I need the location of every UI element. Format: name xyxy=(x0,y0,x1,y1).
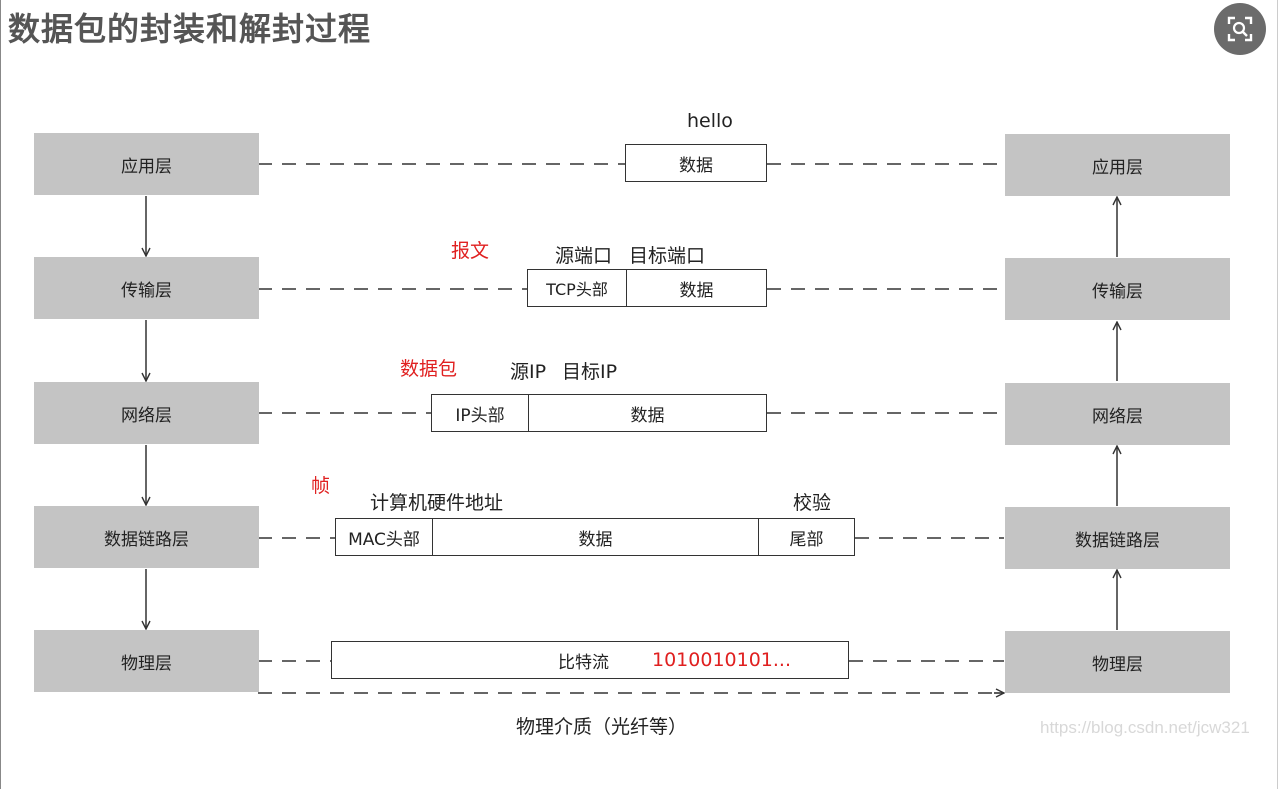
watermark: https://blog.csdn.net/jcw321 xyxy=(1040,718,1250,737)
left-layer-physical: 物理层 xyxy=(34,630,259,692)
lens-icon xyxy=(1227,16,1253,42)
medium-label: 物理介质（光纤等） xyxy=(516,716,688,738)
src-port-label: 源端口 xyxy=(555,245,613,267)
right-layer-application: 应用层 xyxy=(1005,134,1230,196)
dst-ip-label: 目标IP xyxy=(562,361,618,383)
bits-value: 1010010101... xyxy=(652,649,792,671)
bitstream-cell: 比特流 1010010101... xyxy=(331,641,849,679)
transport-data-cell: 数据 xyxy=(626,269,767,307)
app-data-cell: 数据 xyxy=(625,144,767,182)
hw-addr-label: 计算机硬件地址 xyxy=(370,492,504,514)
frame-label: 帧 xyxy=(311,475,331,497)
checksum-label: 校验 xyxy=(793,492,832,514)
ip-header-cell: IP头部 xyxy=(431,394,529,432)
mac-header-cell: MAC头部 xyxy=(335,518,433,556)
tcp-header-cell: TCP头部 xyxy=(527,269,627,307)
right-layer-physical: 物理层 xyxy=(1005,631,1230,693)
datalink-data-cell: 数据 xyxy=(432,518,759,556)
visual-search-button[interactable] xyxy=(1214,3,1266,55)
right-layer-datalink: 数据链路层 xyxy=(1005,507,1230,569)
left-layer-application: 应用层 xyxy=(34,133,259,195)
trailer-cell: 尾部 xyxy=(758,518,855,556)
network-data-cell: 数据 xyxy=(528,394,767,432)
left-layer-datalink: 数据链路层 xyxy=(34,506,259,568)
bitstream-label: 比特流 xyxy=(558,652,609,673)
page-title: 数据包的封装和解封过程 xyxy=(8,10,372,48)
right-layer-transport: 传输层 xyxy=(1005,258,1230,320)
dst-port-label: 目标端口 xyxy=(629,245,706,267)
left-layer-network: 网络层 xyxy=(34,382,259,444)
left-layer-transport: 传输层 xyxy=(34,257,259,319)
right-layer-network: 网络层 xyxy=(1005,383,1230,445)
src-ip-label: 源IP xyxy=(510,361,547,383)
packet-label: 数据包 xyxy=(400,358,458,380)
hello-label: hello xyxy=(687,110,733,132)
message-label: 报文 xyxy=(451,240,490,262)
